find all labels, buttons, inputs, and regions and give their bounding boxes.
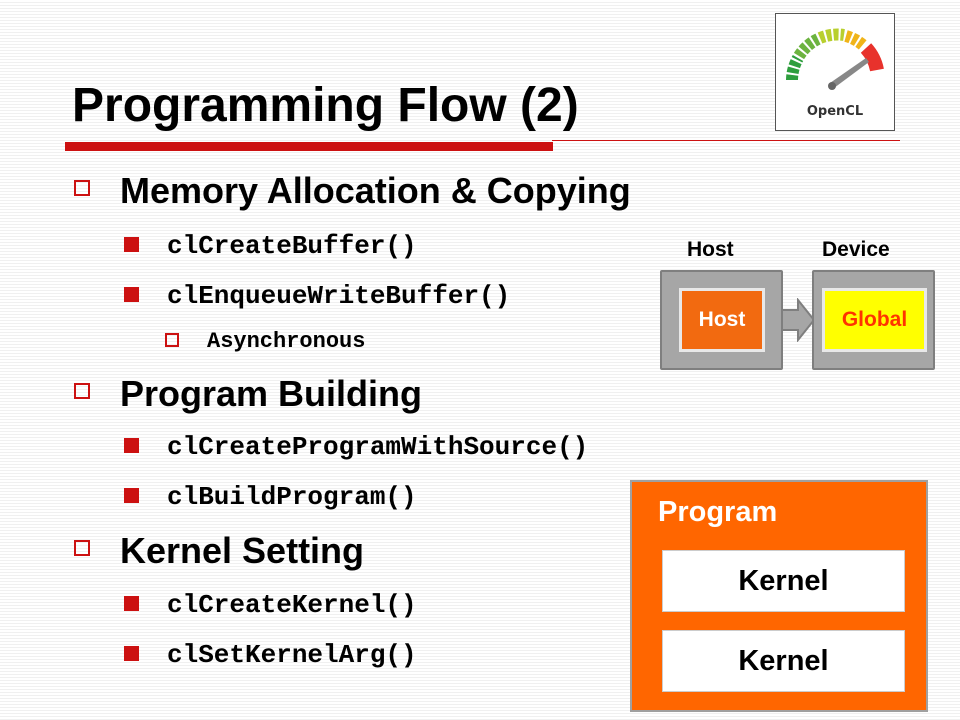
section-heading: Program Building	[120, 373, 423, 414]
hollow-square-bullet-icon	[74, 180, 90, 196]
device-label: Device	[822, 238, 890, 261]
hollow-square-bullet-icon	[165, 333, 179, 347]
list-item-text: clSetKernelArg()	[167, 640, 417, 670]
list-item-text: clEnqueueWriteBuffer()	[167, 281, 511, 311]
gauge-icon	[786, 28, 884, 90]
list-item-text: clBuildProgram()	[167, 482, 417, 512]
host-container: Host	[660, 270, 783, 370]
filled-square-bullet-icon	[124, 646, 139, 661]
filled-square-bullet-icon	[124, 237, 139, 252]
opencl-logo: OpenCL	[775, 13, 895, 131]
title-rule-thin	[552, 140, 900, 141]
kernel-box: Kernel	[662, 550, 905, 612]
filled-square-bullet-icon	[124, 287, 139, 302]
program-box: Program Kernel Kernel	[630, 480, 928, 712]
filled-square-bullet-icon	[124, 438, 139, 453]
section-heading: Memory Allocation & Copying	[120, 170, 631, 211]
host-label: Host	[687, 238, 734, 261]
slide-title: Programming Flow (2)	[72, 79, 579, 132]
global-memory-box: Global	[822, 288, 927, 352]
title-rule-thick	[65, 142, 553, 151]
kernel-box: Kernel	[662, 630, 905, 692]
logo-text: OpenCL	[806, 104, 864, 119]
list-item-text: clCreateBuffer()	[167, 231, 417, 261]
list-item-text: clCreateProgramWithSource()	[167, 432, 589, 462]
list-item-text: clCreateKernel()	[167, 590, 417, 620]
section-heading: Kernel Setting	[120, 530, 365, 571]
sub-list-item-text: Asynchronous	[207, 329, 366, 354]
device-container: Global	[812, 270, 935, 370]
program-label: Program	[658, 496, 778, 528]
arrow-right-icon	[781, 298, 816, 342]
filled-square-bullet-icon	[124, 596, 139, 611]
hollow-square-bullet-icon	[74, 540, 90, 556]
filled-square-bullet-icon	[124, 488, 139, 503]
hollow-square-bullet-icon	[74, 383, 90, 399]
host-memory-box: Host	[679, 288, 765, 352]
